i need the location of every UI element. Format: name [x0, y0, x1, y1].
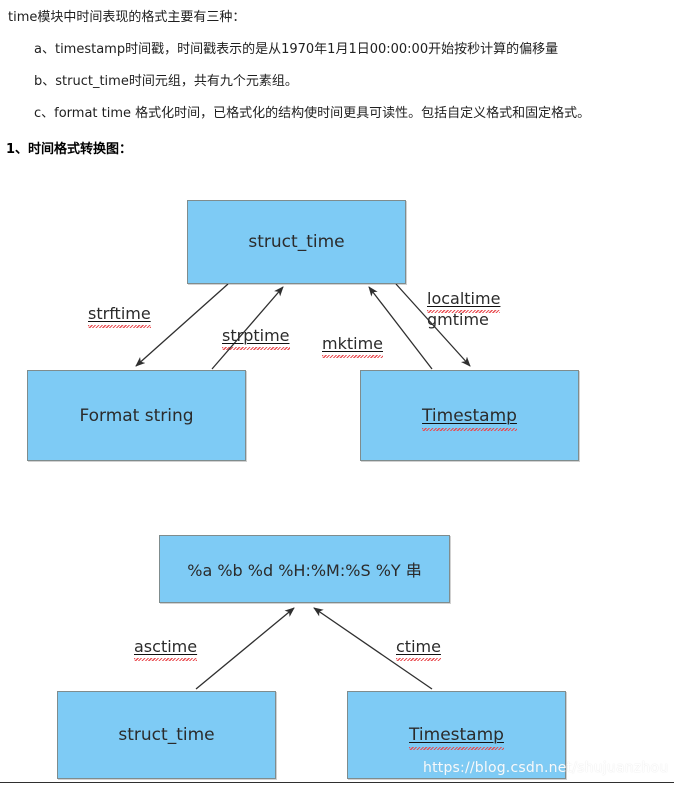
node-struct-time-bottom[interactable]: struct_time	[57, 691, 276, 779]
edge-label-strptime: strptime	[222, 325, 290, 346]
node-label: Timestamp	[422, 405, 517, 431]
node-format-pattern[interactable]: %a %b %d %H:%M:%S %Y 串	[159, 535, 450, 603]
node-struct-time-top[interactable]: struct_time	[187, 200, 406, 284]
bottom-divider	[0, 782, 674, 783]
node-timestamp-top[interactable]: Timestamp	[360, 370, 579, 461]
edge-label-text-localtime: localtime	[427, 289, 501, 308]
lead-paragraph: time模块中时间表现的格式主要有三种：	[8, 10, 246, 25]
edge-label-text: mktime	[322, 334, 383, 353]
edge-label-asctime: asctime	[134, 636, 197, 657]
edge-label-text: ctime	[396, 637, 441, 656]
edge-label-text-gmtime: gmtime	[427, 310, 489, 329]
edge-asctime	[195, 607, 295, 690]
node-timestamp-bottom[interactable]: Timestamp	[347, 691, 566, 779]
node-label: %a %b %d %H:%M:%S %Y 串	[187, 561, 422, 580]
edge-label-localtime-gmtime: localtime gmtime	[427, 288, 500, 330]
edge-label-mktime: mktime	[322, 333, 383, 354]
node-label: Timestamp	[409, 725, 504, 750]
bullet-item-b: b、struct_time时间元组，共有九个元素组。	[34, 74, 298, 89]
bullet-item-c: c、format time 格式化时间，已格式化的结构使时间更具可读性。包括自定…	[34, 106, 591, 121]
node-format-string[interactable]: Format string	[27, 370, 246, 461]
edge-label-strftime: strftime	[88, 303, 151, 324]
edge-label-text: asctime	[134, 637, 198, 656]
article-text-block: time模块中时间表现的格式主要有三种： a、timestamp时间戳，时间戳表…	[0, 0, 674, 160]
bullet-item-a: a、timestamp时间戳，时间戳表示的是从1970年1月1日00:00:00…	[34, 42, 559, 57]
node-label: struct_time	[248, 232, 345, 252]
node-label: struct_time	[118, 725, 215, 745]
edge-label-text: strptime	[222, 326, 290, 345]
edge-label-ctime: ctime	[396, 636, 441, 657]
node-label: Format string	[79, 405, 194, 426]
section-title: 1、时间格式转换图：	[6, 142, 133, 157]
edge-label-text: strftime	[88, 304, 151, 323]
